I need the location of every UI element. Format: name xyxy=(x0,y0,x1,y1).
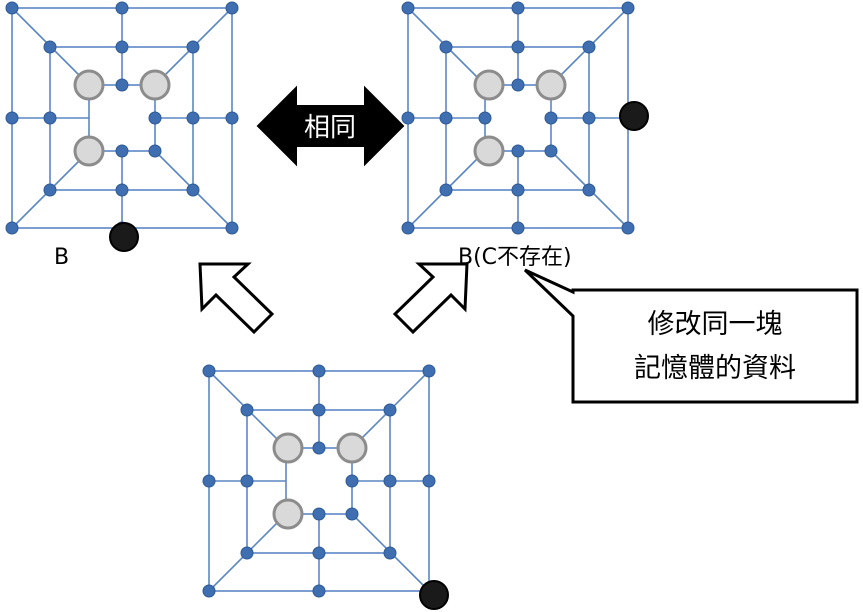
callout-line-2: 記憶體的資料 xyxy=(634,353,796,384)
board-left-label: B xyxy=(54,245,69,270)
board-left: B xyxy=(5,1,239,270)
board-right-label: B(C不存在) xyxy=(458,245,572,270)
light-stone xyxy=(473,135,505,167)
light-stone xyxy=(73,69,105,101)
dark-stone xyxy=(419,580,449,610)
board-right: B(C不存在) xyxy=(401,1,649,270)
light-stone xyxy=(139,69,171,101)
dark-stone xyxy=(619,101,649,131)
hollow-arrow-up-right xyxy=(392,262,469,335)
hollow-arrow-up-left xyxy=(198,262,275,335)
light-stone xyxy=(272,432,304,464)
callout-box: 修改同一塊 記憶體的資料 xyxy=(523,268,859,404)
light-stone xyxy=(535,69,567,101)
board-nodes xyxy=(401,1,635,235)
light-stone xyxy=(336,432,368,464)
callout-line-1: 修改同一塊 xyxy=(648,309,783,340)
dark-stone xyxy=(109,222,139,252)
light-stone xyxy=(473,69,505,101)
double-arrow: 相同 xyxy=(256,85,405,167)
board-bottom xyxy=(202,364,449,610)
light-stone xyxy=(272,498,304,530)
double-arrow-label: 相同 xyxy=(304,113,356,143)
light-stone xyxy=(73,135,105,167)
board-nodes xyxy=(202,364,436,598)
